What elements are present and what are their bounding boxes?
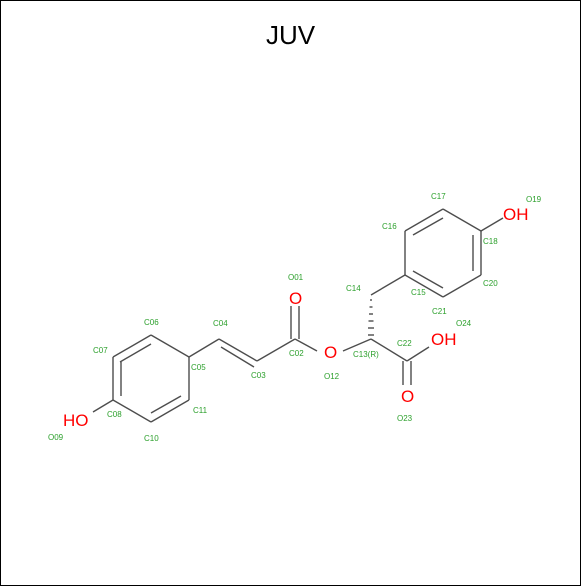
atom-label: C21 — [432, 307, 447, 316]
benzyl — [370, 274, 406, 296]
bond-c05-c06 — [150, 334, 190, 358]
atom-label: C07 — [93, 346, 108, 355]
hydroxyl-o09: HO — [63, 411, 89, 430]
molecule-title: JUV — [265, 20, 316, 50]
cinnamoyl-chain — [188, 306, 372, 368]
bond-c05-c04 — [188, 338, 220, 358]
atom-label: C08 — [107, 410, 122, 419]
bond-c20-c21 — [442, 274, 482, 298]
bond-c04-c03-double — [220, 346, 255, 368]
atom-label: C18 — [483, 237, 498, 246]
atom-label: C10 — [144, 434, 159, 443]
atom-label: C16 — [382, 222, 397, 231]
bond-c21-c15-inner — [412, 270, 444, 289]
bond-c14-c15 — [370, 274, 406, 296]
bond-c02-o12 — [294, 338, 318, 352]
hydroxyl-o24: OH — [431, 330, 457, 349]
hydroxyl-o19: OH — [503, 205, 529, 224]
atom-label: C22 — [397, 339, 412, 348]
bond-c10-c11-inner — [150, 395, 182, 414]
bond-c03-c02 — [256, 338, 296, 362]
bond-c16-c17 — [404, 208, 444, 232]
bond-c04-c03 — [218, 338, 258, 362]
oxygen-o12: O — [324, 343, 337, 362]
bond-c17-c18 — [442, 208, 482, 232]
bond-c08-o09 — [92, 399, 114, 413]
right-ring — [404, 208, 504, 298]
atom-label: O23 — [397, 414, 413, 423]
bond-c08-c10 — [112, 399, 152, 423]
oxygen-o01: O — [289, 289, 302, 308]
hashed-wedge — [368, 299, 374, 336]
atom-label: C04 — [213, 319, 228, 328]
atom-label: C05 — [191, 363, 206, 372]
bond-c18-o19 — [480, 217, 504, 232]
atom-label: C03 — [251, 371, 266, 380]
left-ring — [112, 334, 190, 423]
bond-c21-c15 — [404, 274, 444, 298]
atom-label: C11 — [193, 406, 208, 415]
atom-label: O09 — [48, 433, 64, 442]
bond-o12-c13 — [342, 338, 372, 352]
bond-c06-c07 — [112, 334, 152, 358]
atom-label: C15 — [411, 288, 426, 297]
bond-c22-o24 — [406, 346, 430, 362]
atom-label: O24 — [456, 319, 472, 328]
oxygen-o23: O — [401, 387, 414, 406]
bond-c13-c22 — [370, 338, 408, 362]
bond-c10-c11 — [150, 399, 190, 423]
bond-c16-c17-inner — [412, 217, 444, 236]
acid-group — [370, 338, 430, 385]
atom-label: C20 — [483, 279, 498, 288]
atom-label: O12 — [324, 372, 340, 381]
atom-label: C14 — [346, 284, 361, 293]
atom-label: C02 — [289, 349, 304, 358]
bond-c06-c07-inner — [119, 343, 152, 363]
atom-label: C13(R) — [353, 350, 379, 359]
atom-label: O19 — [526, 195, 542, 204]
atom-label: C06 — [144, 318, 159, 327]
atom-label: O01 — [288, 273, 304, 282]
atom-label: C17 — [431, 192, 446, 201]
